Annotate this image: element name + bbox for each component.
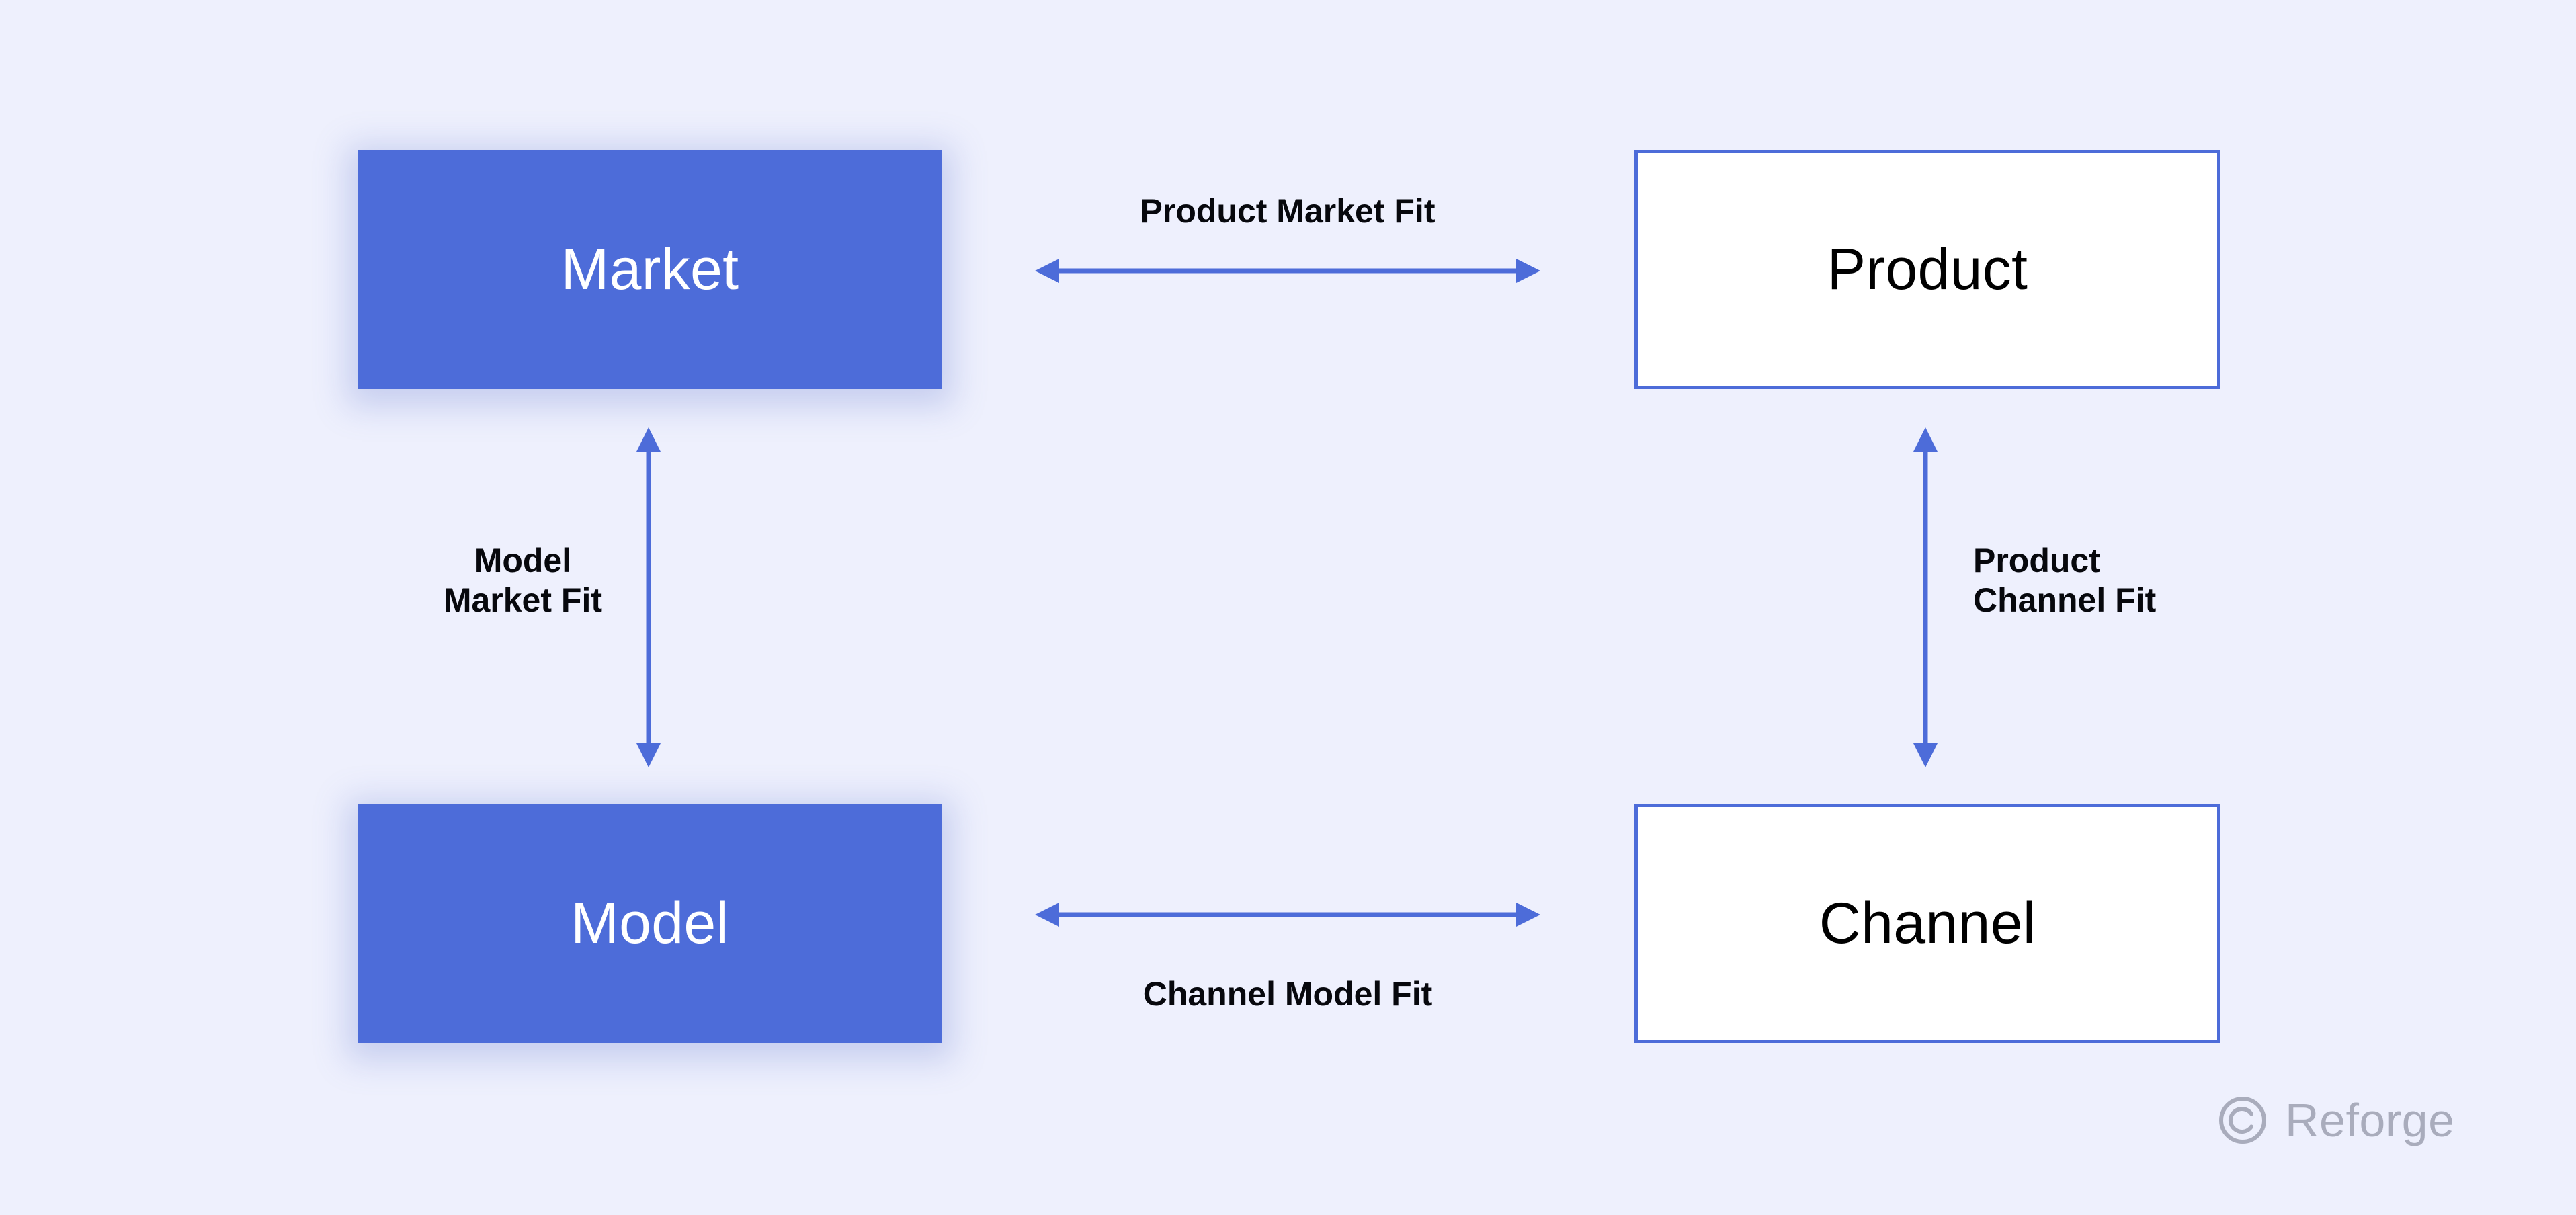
- arrow-label-model-market-fit: Model Market Fit: [443, 542, 602, 619]
- node-product-label: Product: [1827, 237, 2028, 302]
- node-channel-label: Channel: [1819, 891, 2036, 956]
- watermark-text: Reforge: [2285, 1094, 2455, 1146]
- node-model-label: Model: [571, 891, 729, 956]
- arrow-label-product-market-fit: Product Market Fit: [1140, 192, 1436, 230]
- node-market-label: Market: [560, 237, 739, 302]
- arrow-channel-model-fit: [1035, 900, 1540, 929]
- arrow-model-market-fit: [634, 427, 663, 767]
- node-channel[interactable]: Channel: [1634, 804, 2220, 1043]
- watermark: Reforge: [2218, 1095, 2455, 1145]
- arrow-label-product-channel-fit: Product Channel Fit: [1973, 542, 2157, 619]
- node-product[interactable]: Product: [1634, 150, 2220, 389]
- copyright-icon: [2218, 1095, 2268, 1145]
- arrow-product-channel-fit: [1911, 427, 1940, 767]
- node-market[interactable]: Market: [358, 150, 942, 389]
- arrow-product-market-fit: [1035, 257, 1540, 285]
- arrow-label-channel-model-fit: Channel Model Fit: [1142, 975, 1433, 1013]
- node-model[interactable]: Model: [358, 804, 942, 1043]
